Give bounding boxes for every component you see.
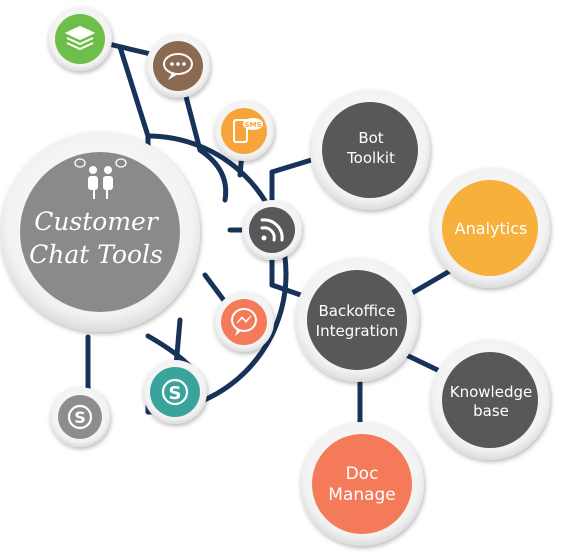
bot-toolkit-node[interactable]: Bot Toolkit (310, 90, 430, 210)
doc-manage-line1: Doc (346, 464, 379, 484)
doc-manage-line2: Manage (328, 485, 396, 505)
hub-node: Customer Chat Tools (0, 132, 200, 332)
chat-bubble-icon (163, 53, 193, 80)
svg-text:S: S (169, 383, 182, 404)
hub-title-line2: Chat Tools (29, 240, 163, 269)
rss-node[interactable] (242, 200, 302, 260)
backoffice-line1: Backoffice (318, 302, 395, 320)
svg-text:S: S (74, 408, 86, 427)
hub-title-line1: Customer (34, 207, 160, 236)
backoffice-node[interactable]: Backoffice Integration (295, 258, 419, 382)
sms-node[interactable]: SMS (214, 101, 274, 161)
hub-arc (145, 133, 289, 415)
rss-icon (260, 218, 284, 242)
bot-toolkit-line1: Bot (358, 129, 383, 147)
bot-toolkit-line2: Toolkit (346, 149, 395, 167)
sms-phone-icon: SMS (233, 118, 263, 143)
stack-node[interactable] (48, 7, 112, 71)
doc-manage-node[interactable]: Doc Manage (300, 422, 424, 546)
skype-teal-node[interactable]: S (143, 360, 207, 424)
skype-icon: S (161, 378, 189, 406)
skype-grey-node[interactable]: S (50, 387, 110, 447)
messenger-icon (231, 308, 257, 336)
people-chat-icon (74, 158, 127, 199)
analytics-label: Analytics (455, 219, 528, 238)
skype-icon: S (67, 404, 93, 430)
stack-icon (64, 25, 96, 51)
backoffice-line2: Integration (316, 322, 399, 340)
messenger-node[interactable] (214, 292, 274, 352)
knowledge-line2: base (473, 402, 509, 420)
chat-node[interactable] (146, 34, 210, 98)
sms-badge-text: SMS (244, 121, 261, 129)
knowledge-base-node[interactable]: Knowledge base (430, 340, 550, 460)
knowledge-line1: Knowledge (450, 383, 532, 401)
analytics-node[interactable]: Analytics (430, 168, 550, 288)
